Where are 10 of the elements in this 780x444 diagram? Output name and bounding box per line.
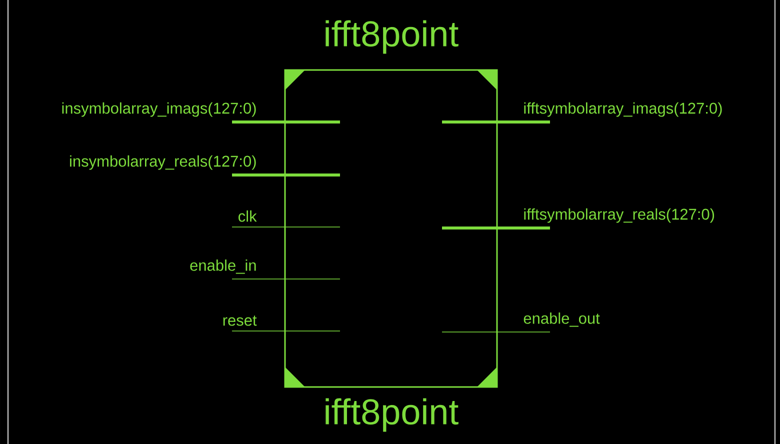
pin-label: enable_in: [190, 259, 256, 274]
pin-label: ifftsymbolarray_reals(127:0): [524, 208, 714, 223]
block-title: ifft8point: [326, 398, 458, 432]
pin-label: ifftsymbolarray_imags(127:0): [524, 102, 722, 117]
pin-label: insymbolarray_imags(127:0): [62, 102, 256, 117]
pin-label: enable_out: [524, 312, 600, 327]
pin-label: insymbolarray_reals(127:0): [70, 155, 256, 170]
pin-label: reset: [223, 316, 257, 326]
block-title: ifft8point: [326, 20, 458, 54]
pin-label: clk: [238, 210, 257, 222]
